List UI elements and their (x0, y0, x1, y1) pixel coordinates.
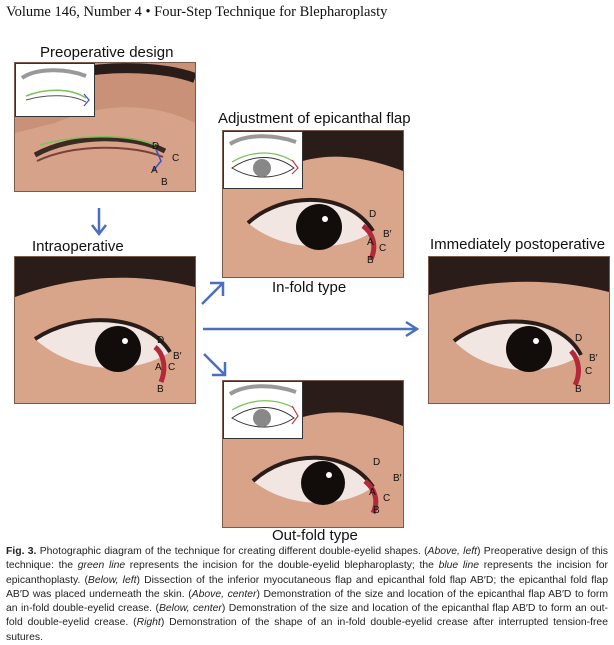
infold-point-bprime: B′ (383, 229, 392, 240)
arrow-up-right-icon (201, 281, 225, 305)
caption-em: Above, center (191, 588, 257, 600)
eye-schematic-icon (228, 384, 299, 428)
eyelid-schematic-icon (20, 68, 90, 107)
infold-point-c: C (379, 243, 387, 254)
eye-outfold-illustration (223, 381, 403, 527)
postop-point-b: B (575, 384, 582, 395)
preop-point-c: C (172, 153, 180, 164)
caption-text: Photographic diagram of the technique fo… (36, 546, 428, 557)
preop-photo: D C A B (14, 62, 196, 192)
postop-point-c: C (585, 366, 593, 377)
intraop-title: Intraoperative (32, 238, 124, 255)
running-head: Volume 146, Number 4 • Four-Step Techniq… (6, 4, 388, 20)
caption-em: green line (77, 560, 126, 572)
eye-schematic-icon (228, 134, 299, 178)
postop-title: Immediately postoperative (430, 236, 606, 253)
caption-em: Below, center (158, 603, 222, 615)
outfold-point-a: A (369, 487, 376, 498)
preop-title: Preoperative design (40, 44, 174, 61)
caption-em: Above, left (427, 546, 478, 557)
outfold-point-b: B (373, 505, 380, 516)
intraop-point-a: A (155, 362, 162, 373)
infold-point-b: B (367, 255, 374, 266)
caption-text: represents the incision for the double-e… (125, 560, 439, 572)
preop-schematic-inset (15, 63, 95, 117)
eye-open-illustration (15, 257, 195, 403)
intraop-point-c: C (168, 362, 176, 373)
outfold-point-d: D (373, 457, 381, 468)
caption-em: blue line (438, 560, 480, 572)
outfold-schematic-inset (223, 381, 303, 439)
intraop-point-b: B (157, 384, 164, 395)
outfold-point-bprime: B′ (393, 473, 402, 484)
intraop-photo: D B′ A C B (14, 256, 196, 404)
arrow-right-icon (203, 320, 420, 338)
postop-point-d: D (575, 333, 583, 344)
caption-text: ) Demonstration of the size and location… (6, 603, 608, 629)
adjust-title: Adjustment of epicanthal flap (218, 110, 411, 127)
caption-text: ) Dissection of the inferior myocutaneou… (6, 574, 608, 600)
preop-point-d: D (152, 141, 160, 152)
postop-point-bprime: B′ (589, 353, 598, 364)
caption-text: ) Demonstration of the shape of an in-fo… (6, 617, 608, 643)
infold-photo: D B′ A C B (222, 130, 404, 278)
preop-point-b: B (161, 177, 168, 188)
preop-point-a: A (151, 165, 158, 176)
caption-text: represents the incision for epicanthopla… (6, 560, 608, 586)
postop-photo: D B′ C B (428, 256, 610, 404)
eye-postop-illustration (429, 257, 609, 403)
infold-point-d: D (369, 209, 377, 220)
infold-point-a: A (367, 237, 374, 248)
outfold-title: Out-fold type (272, 527, 358, 544)
infold-schematic-inset (223, 131, 303, 189)
outfold-photo: D B′ A C B (222, 380, 404, 528)
figure-caption: Fig. 3. Photographic diagram of the tech… (6, 545, 608, 645)
outfold-point-c: C (383, 493, 391, 504)
intraop-point-d: D (157, 335, 165, 346)
caption-text: ) Demonstration of the size and location… (6, 588, 608, 615)
arrow-down-icon (91, 208, 107, 237)
arrow-down-right-icon (203, 353, 227, 377)
caption-em: Below, left (87, 574, 137, 586)
caption-em: Right (136, 617, 161, 629)
caption-fig-label: Fig. 3. (6, 546, 37, 557)
intraop-point-bprime: B′ (173, 351, 182, 362)
infold-title: In-fold type (272, 279, 347, 296)
caption-text: ) Preoperative design of this technique:… (6, 546, 608, 572)
